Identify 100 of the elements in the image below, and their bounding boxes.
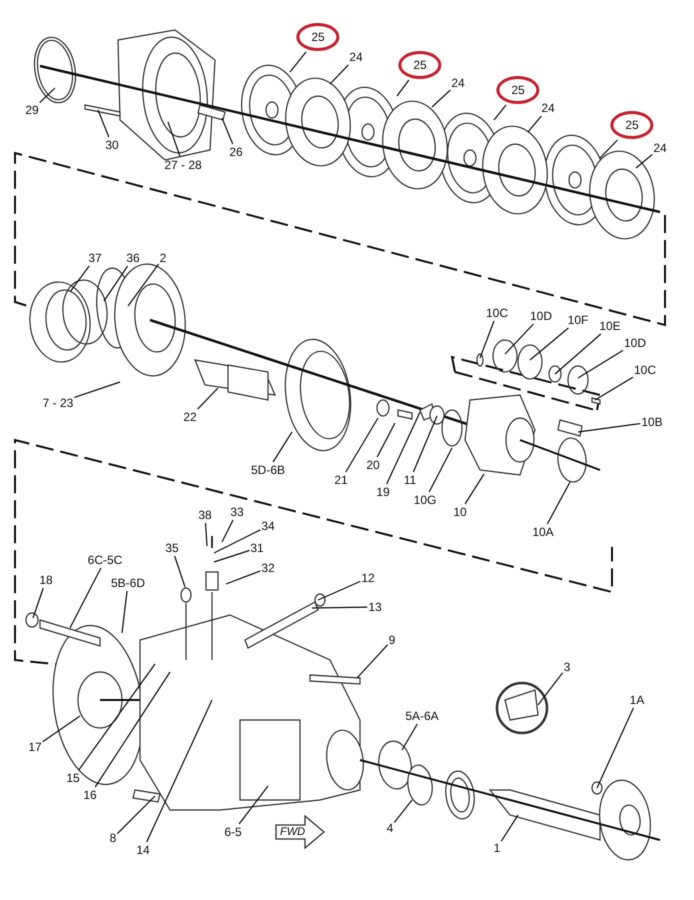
callout-number: 10D <box>530 309 552 323</box>
callout-number: 24 <box>541 101 555 115</box>
leader-line <box>500 814 518 842</box>
leader-line <box>146 700 213 842</box>
callout-number: 5D-6B <box>251 463 285 477</box>
callout-number: 20 <box>366 458 380 472</box>
callout-number: 7 - 23 <box>42 396 74 410</box>
callout-number: 5A-6A <box>405 709 439 723</box>
callout-number: 10D <box>624 336 646 350</box>
callout-number: 15 <box>66 771 80 785</box>
callout-number: 13 <box>368 600 382 614</box>
circled-callout-number: 25 <box>296 23 340 51</box>
leader-line <box>221 520 234 542</box>
leader-line <box>42 716 80 742</box>
leader-line <box>74 381 120 398</box>
callout-number: 26 <box>229 145 243 159</box>
leader-line <box>578 350 624 379</box>
leader-line <box>69 568 102 628</box>
callout-number: 12 <box>361 571 375 585</box>
leader-line <box>428 448 453 492</box>
callout-number: 24 <box>451 76 465 90</box>
leader-line <box>596 708 634 788</box>
callout-number: 6-5 <box>224 825 242 839</box>
leader-line <box>594 376 634 401</box>
callout-number: 10 <box>453 505 467 519</box>
callout-number: 36 <box>126 251 140 265</box>
callout-number: 38 <box>198 508 212 522</box>
callout-number: 2 <box>160 251 166 265</box>
leader-line <box>121 590 128 634</box>
callout-number: 19 <box>376 485 390 499</box>
circled-callout-number: 25 <box>398 51 442 79</box>
leader-line <box>494 104 506 120</box>
callout-number: 22 <box>183 410 197 424</box>
leader-line <box>432 90 451 108</box>
callout-number: 27 - 28 <box>164 158 202 172</box>
callout-number: 21 <box>334 473 348 487</box>
circled-callout-number: 25 <box>496 76 540 104</box>
callout-number: 8 <box>110 831 116 845</box>
callout-number: 11 <box>404 473 416 487</box>
leader-line <box>345 418 379 472</box>
leader-line <box>530 328 569 360</box>
leader-line <box>386 412 421 484</box>
callout-number: 17 <box>28 740 42 754</box>
leader-line <box>226 570 261 585</box>
callout-number: 10E <box>599 319 621 333</box>
leader-line <box>214 529 261 554</box>
callout-number: 10F <box>568 313 588 327</box>
callout-number: 24 <box>653 141 667 155</box>
leader-line <box>394 800 412 823</box>
callout-number: 14 <box>136 843 150 857</box>
leader-line <box>204 522 208 546</box>
leader-line <box>238 786 268 824</box>
leader-line <box>546 482 571 524</box>
callout-number: 9 <box>388 633 396 647</box>
leader-line <box>94 672 170 788</box>
leader-line <box>412 416 438 472</box>
callout-number: 10B <box>641 415 663 429</box>
callout-number: 1 <box>494 841 500 855</box>
callout-number: 18 <box>39 573 53 587</box>
leader-line <box>356 644 388 678</box>
leader-line <box>116 796 156 834</box>
callout-number: 4 <box>386 821 394 835</box>
callout-number: 10C <box>486 306 508 320</box>
callout-number: 30 <box>105 138 119 152</box>
leader-line <box>330 64 349 84</box>
callout-number: 32 <box>261 561 275 575</box>
leader-line <box>32 588 44 618</box>
leader-line <box>528 116 542 132</box>
leader-line <box>197 388 218 410</box>
callout-number: 5B-6D <box>111 576 145 590</box>
leader-line <box>396 80 410 96</box>
leader-line <box>174 556 186 588</box>
callout-number: 33 <box>230 505 244 519</box>
callout-number: 34 <box>261 519 275 533</box>
leader-line <box>401 724 418 750</box>
leader-line <box>600 140 618 158</box>
callout-number: 24 <box>349 50 363 64</box>
callout-number: 35 <box>165 541 179 555</box>
callout-number: 6C-5C <box>88 553 122 567</box>
leader-line <box>128 264 160 306</box>
callout-number: 10A <box>532 525 554 539</box>
circled-callout-number: 25 <box>610 111 654 139</box>
leader-line <box>214 550 250 563</box>
leader-line <box>464 474 484 504</box>
leader-line <box>538 672 564 706</box>
leader-line <box>312 606 368 609</box>
leader-line <box>272 432 292 462</box>
callout-number: 31 <box>250 541 264 555</box>
leader-line <box>290 52 306 72</box>
leader-line <box>221 118 234 144</box>
leader-line <box>504 324 534 354</box>
leader-line <box>318 580 361 601</box>
callout-number: 16 <box>83 788 97 802</box>
callout-number: 10G <box>414 493 436 507</box>
leader-line <box>78 664 156 770</box>
direction-arrow-sign: FWD <box>275 815 325 849</box>
leader-line <box>39 88 56 104</box>
leader-line <box>578 422 640 433</box>
leader-line <box>104 266 128 302</box>
callout-number: 3 <box>564 660 570 674</box>
